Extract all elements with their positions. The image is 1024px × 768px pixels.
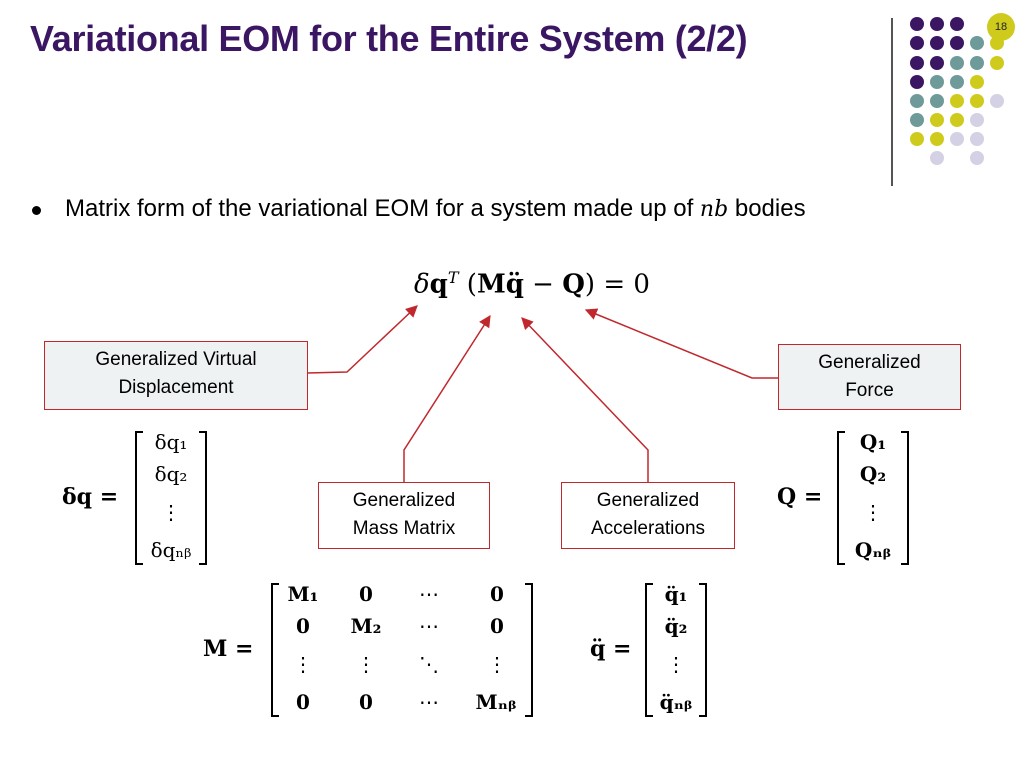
callout-virtual-displacement: Generalized Virtual Displacement [44,341,308,410]
matrix-M-cell: 0 [359,582,373,606]
matrix-M-cell: 0 [296,690,310,714]
vector-qdd-entry: ⋮ [666,652,686,676]
dot [930,17,944,31]
eq-rparen: ) [584,269,596,300]
vector-Q-lhs: Q = [777,484,823,510]
arrow-force [584,308,778,379]
dot [930,113,944,127]
matrix-M-cell: ⋮ [487,652,507,676]
vector-dq-lhs: δq = [62,484,119,510]
dot [970,151,984,165]
page-number: 18 [987,13,1015,41]
eq-equals: = [603,269,626,300]
matrix-M-cell: ⋯ [419,614,439,638]
vector-Q-entry: Q₁ [859,430,887,454]
divider-line [891,18,893,186]
vector-dq-brackets [135,431,207,565]
eq-delta: δ [414,269,430,300]
vector-qdd-brackets [645,583,707,717]
dot [990,56,1004,70]
bullet-text: Matrix form of the variational EOM for a… [65,195,806,223]
vector-qdd-entry: q̈ₙᵦ [659,690,693,714]
matrix-M-cell: 0 [359,690,373,714]
arrow-accelerations [521,317,649,482]
callout-accelerations: Generalized Accelerations [561,482,735,549]
dot [930,94,944,108]
dot [950,113,964,127]
dot [990,94,1004,108]
dot [930,132,944,146]
vector-qdd-lhs: q̈ = [590,636,632,662]
dot [950,17,964,31]
dot [910,132,924,146]
matrix-M-cell: ⋯ [419,690,439,714]
dot [950,94,964,108]
dot [950,75,964,89]
dot [910,36,924,50]
dot [930,75,944,89]
bullet-text-after: bodies [728,195,806,222]
eq-q: q [429,269,448,300]
matrix-M-cell: Mₙᵦ [475,690,517,714]
bullet-icon [32,206,41,215]
vector-Q-entry: Q₂ [859,462,887,486]
dot [930,36,944,50]
matrix-M-cell: ⋮ [356,652,376,676]
vector-dq-entry: δqₙᵦ [150,538,192,562]
matrix-M-brackets [271,583,533,717]
matrix-M-cell: ⋮ [293,652,313,676]
eq-Q: Q [562,269,585,300]
dot [970,75,984,89]
dot [950,132,964,146]
callout-mass-matrix: Generalized Mass Matrix [318,482,490,549]
dot [970,113,984,127]
slide-title: Variational EOM for the Entire System (2… [30,18,748,59]
dot [910,56,924,70]
dot [950,36,964,50]
bullet-text-before: Matrix form of the variational EOM for a… [65,195,700,222]
dot [950,56,964,70]
matrix-M-cell: M₁ [287,582,319,606]
dot [970,56,984,70]
matrix-M-cell: ⋯ [419,582,439,606]
dot [970,132,984,146]
dot [910,75,924,89]
dot [910,17,924,31]
vector-qdd-entry: q̈₁ [664,582,688,606]
dot [910,94,924,108]
eq-minus: − [532,269,554,300]
vector-qdd-entry: q̈₂ [664,614,688,638]
matrix-M-cell: ⋱ [419,652,439,676]
vector-Q-entry: ⋮ [863,500,883,524]
vector-dq-entry: δq₂ [154,462,188,486]
main-equation: δqT (Mq̈ − Q) = 0 [414,268,650,300]
dot [970,36,984,50]
matrix-M-cell: 0 [490,582,504,606]
callout-force: Generalized Force [778,344,961,410]
vector-Q-entry: Qₙᵦ [854,538,892,562]
dot [930,56,944,70]
arrow-virtual-displacement [306,305,418,374]
matrix-M-cell: M₂ [350,614,382,638]
matrix-M-cell: 0 [490,614,504,638]
dot [910,113,924,127]
vector-dq-entry: δq₁ [154,430,188,454]
bullet-math-nb: nb [699,197,729,222]
eq-lparen: ( [466,269,477,300]
dot [930,151,944,165]
eq-qddot: q̈ [505,269,524,300]
eq-zero: 0 [633,269,650,300]
eq-M: M [476,269,506,300]
vector-dq-entry: ⋮ [161,500,181,524]
eq-sup-T: T [447,268,459,287]
matrix-M-lhs: M = [203,636,254,662]
arrow-mass-matrix [403,314,491,482]
vector-Q-brackets [837,431,909,565]
matrix-M-cell: 0 [296,614,310,638]
dot [970,94,984,108]
